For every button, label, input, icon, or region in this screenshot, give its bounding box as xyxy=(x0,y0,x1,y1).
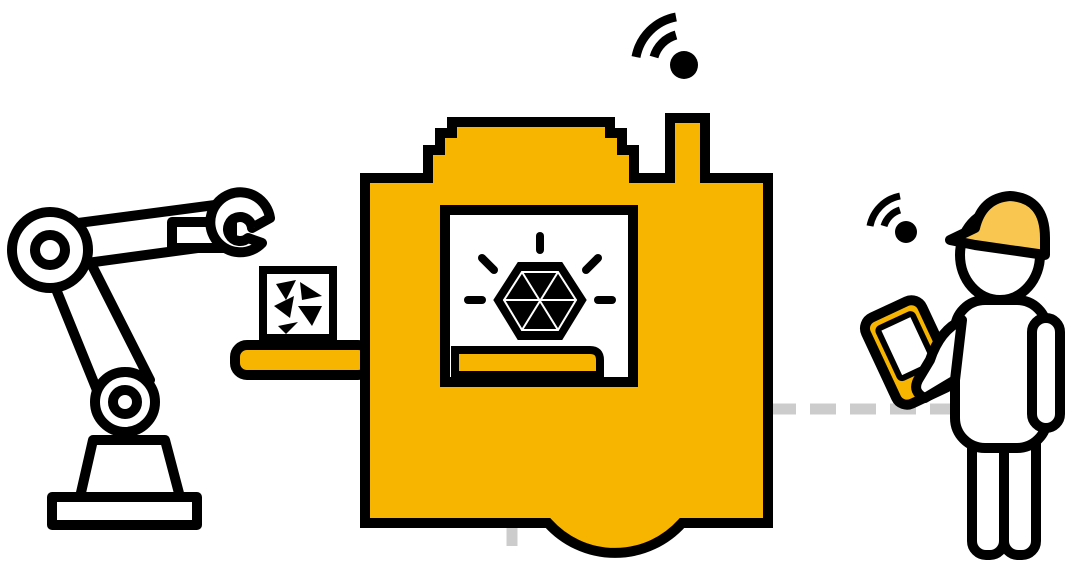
worker-icon xyxy=(861,196,1060,555)
worker-wifi-signal-icon xyxy=(870,196,917,243)
wifi-signal-icon xyxy=(636,17,698,79)
robot-pedestal xyxy=(80,440,180,497)
worker-arm-back xyxy=(1032,318,1060,428)
robot-gripper xyxy=(210,192,270,252)
factory-machine-icon xyxy=(365,118,768,553)
material-shelf xyxy=(235,345,370,375)
robot-elbow-joint-inner xyxy=(113,390,137,414)
machine-tray xyxy=(455,350,600,375)
robot-shoulder-joint-inner xyxy=(35,235,65,265)
material-block-icon xyxy=(263,270,333,338)
block-frame xyxy=(263,270,333,338)
